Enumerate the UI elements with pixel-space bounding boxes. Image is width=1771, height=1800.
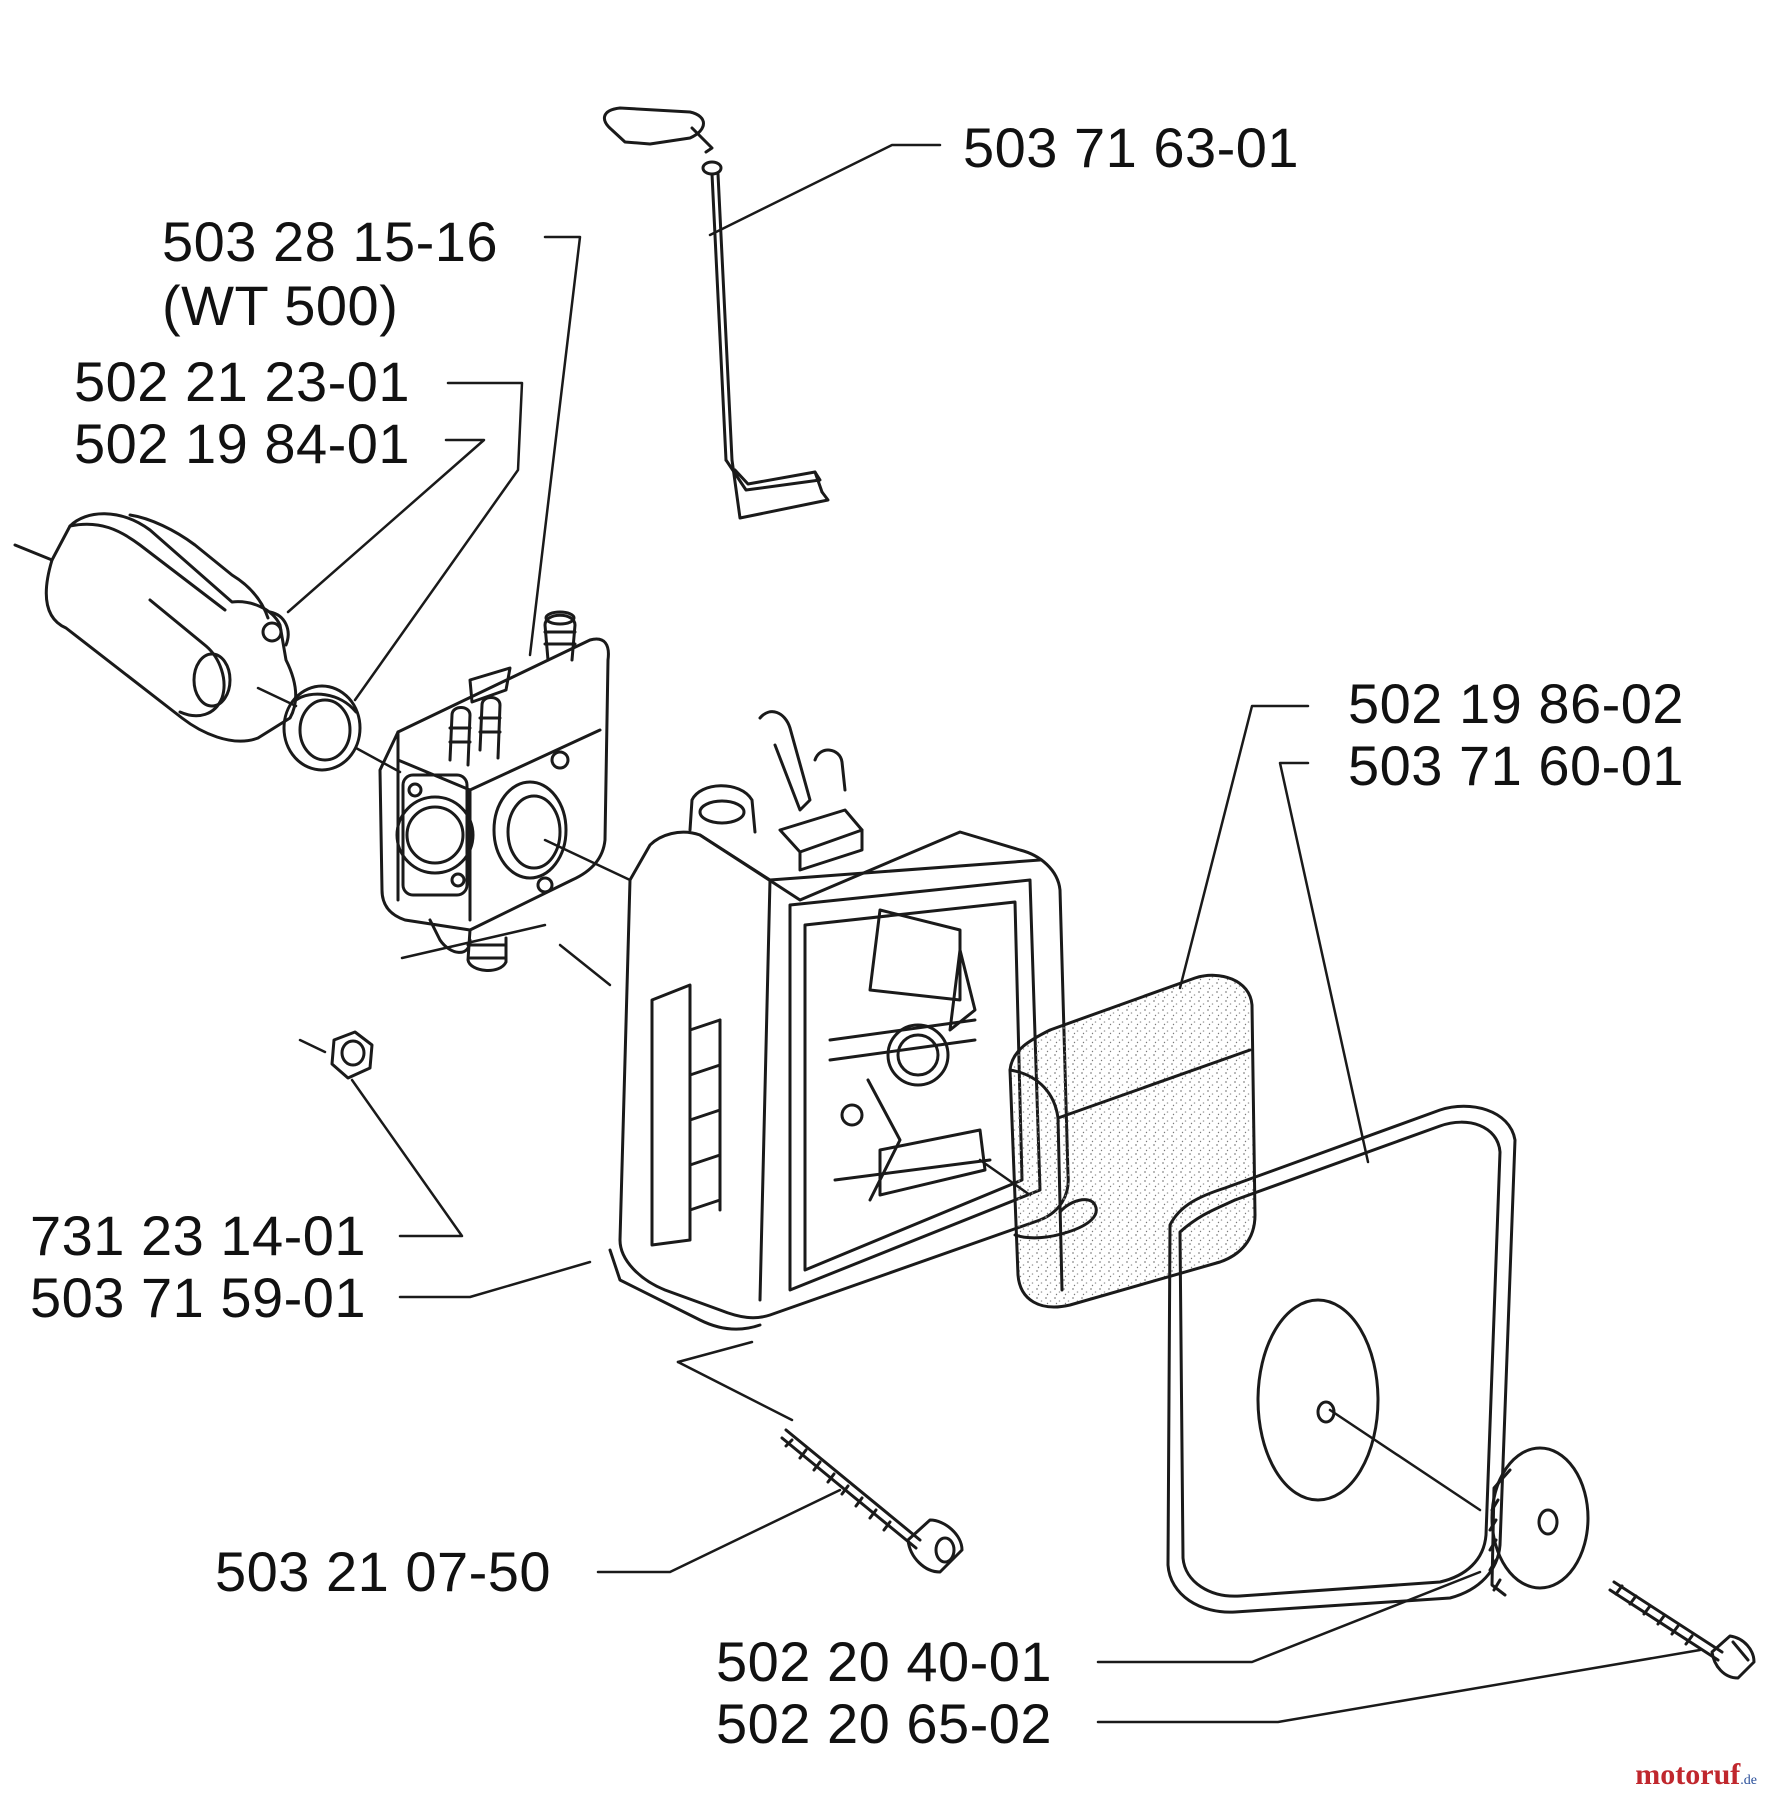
watermark-text: motoruf bbox=[1635, 1758, 1741, 1791]
leader-lines bbox=[286, 143, 1702, 1724]
part-label-filter-cover: 503 71 60-01 bbox=[1348, 734, 1685, 797]
air-filter-housing bbox=[608, 710, 1070, 1331]
intake-elbow bbox=[13, 512, 298, 743]
part-label-hex-nut: 731 23 14-01 bbox=[30, 1204, 367, 1267]
filter-cover-knob bbox=[1488, 1446, 1590, 1597]
watermark-suffix: .de bbox=[1740, 1773, 1757, 1788]
part-label-foam-filter: 502 19 86-02 bbox=[1348, 672, 1685, 735]
part-label-filter-housing: 503 71 59-01 bbox=[30, 1266, 367, 1329]
cover-screw bbox=[1608, 1580, 1756, 1680]
long-screw bbox=[780, 1428, 964, 1574]
part-label-intake-elbow: 502 21 23-01 bbox=[74, 350, 411, 413]
part-label-gasket-ring: 502 19 84-01 bbox=[74, 412, 411, 475]
air-filter-cover bbox=[1166, 1104, 1517, 1614]
carburetor bbox=[378, 610, 610, 972]
part-label-carburetor: 503 28 15-16 bbox=[162, 210, 499, 273]
part-label-cover-screw: 502 20 65-02 bbox=[716, 1692, 1053, 1755]
watermark-logo: motoruf.de bbox=[1635, 1758, 1757, 1792]
part-label-carburetor-model: (WT 500) bbox=[162, 274, 399, 337]
part-label-choke-lever: 503 71 63-01 bbox=[963, 116, 1300, 179]
choke-lever bbox=[603, 106, 830, 520]
hex-nut bbox=[330, 1030, 374, 1080]
foam-filter-element bbox=[1008, 973, 1257, 1309]
part-label-knob: 502 20 40-01 bbox=[716, 1630, 1053, 1693]
part-label-long-screw: 503 21 07-50 bbox=[215, 1540, 552, 1603]
assembly-axis-lines bbox=[256, 686, 1482, 1512]
gasket-ring bbox=[282, 684, 362, 772]
